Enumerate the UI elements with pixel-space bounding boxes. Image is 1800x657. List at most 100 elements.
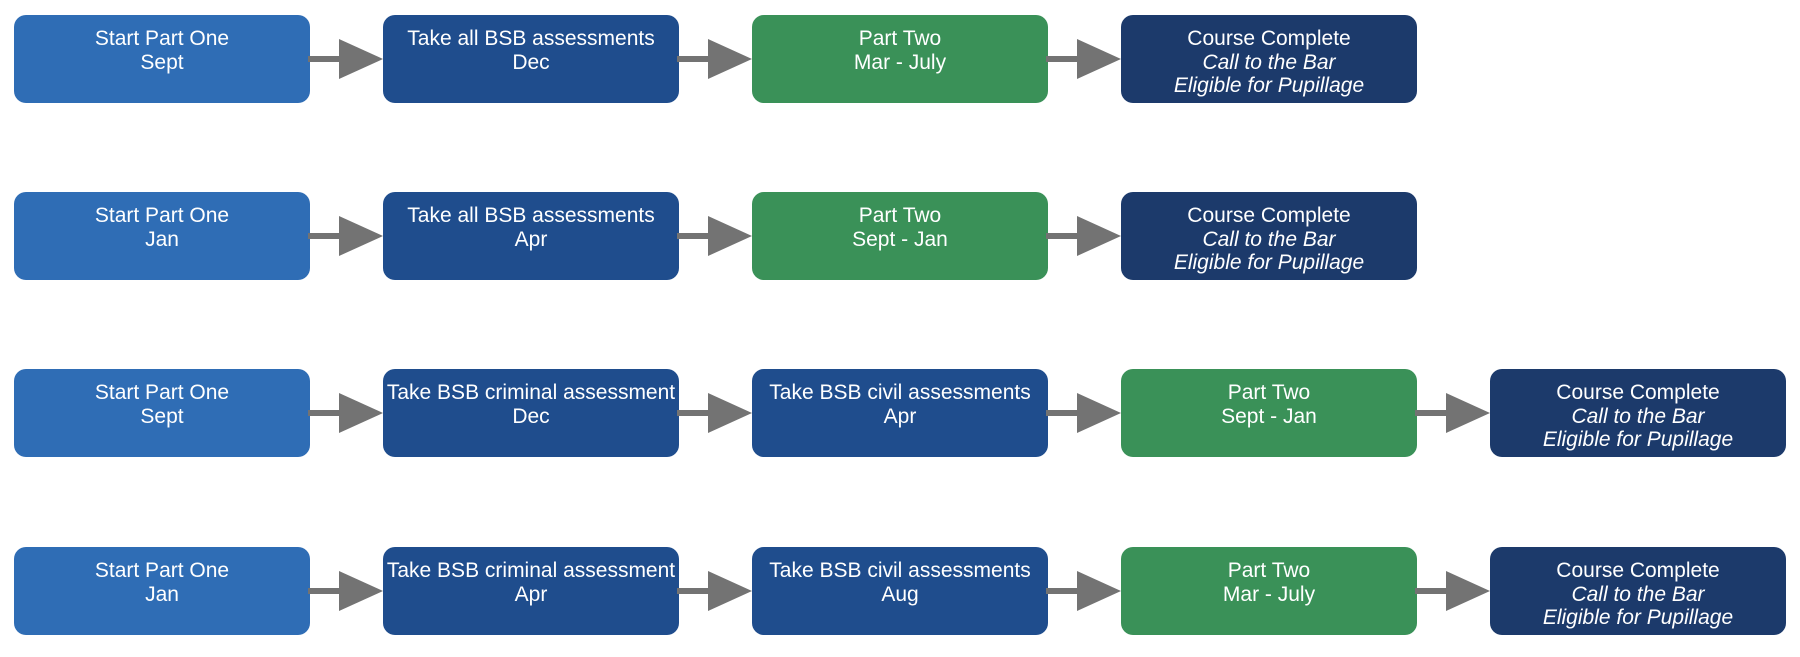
arrow-head	[708, 39, 752, 79]
arrow-right-icon	[1046, 571, 1121, 611]
arrow-shaft	[677, 56, 711, 62]
step-label: Start Part One	[94, 381, 230, 404]
arrow-shaft	[1046, 56, 1080, 62]
step-label: Take all BSB assessments	[407, 27, 655, 50]
step-label: Sept	[140, 404, 184, 428]
step-label: Call to the Bar	[1202, 227, 1336, 251]
step-label: Dec	[512, 404, 550, 428]
step-label: Mar - July	[1222, 582, 1316, 606]
step-label: Course Complete	[1187, 27, 1351, 50]
arrow-shaft	[1415, 588, 1449, 594]
step-label: Take BSB civil assessments	[769, 559, 1031, 582]
step-label: Eligible for Pupillage	[1542, 428, 1734, 451]
step-label: Part Two	[1227, 381, 1311, 404]
step-label: Jan	[145, 227, 179, 251]
step-label: Course Complete	[1187, 204, 1351, 227]
step-label: Part Two	[858, 27, 942, 50]
arrow-right-icon	[308, 39, 383, 79]
step-label: Eligible for Pupillage	[1542, 606, 1734, 629]
step-label: Call to the Bar	[1202, 50, 1336, 74]
step-label: Apr	[883, 404, 917, 428]
step-label: Take BSB civil assessments	[769, 381, 1031, 404]
step-label: Apr	[514, 227, 548, 251]
arrow-right-icon	[677, 216, 752, 256]
step-label: Take BSB criminal assessment	[386, 559, 676, 582]
arrow-head	[708, 393, 752, 433]
arrow-right-icon	[1046, 39, 1121, 79]
arrow-shaft	[677, 588, 711, 594]
arrow-shaft	[308, 56, 342, 62]
step-label: Sept - Jan	[1221, 404, 1317, 428]
arrow-shaft	[1046, 233, 1080, 239]
step-label: Part Two	[858, 204, 942, 227]
step-label: Dec	[512, 50, 550, 74]
arrow-head	[1077, 393, 1121, 433]
arrow-right-icon	[1046, 393, 1121, 433]
arrow-head	[339, 39, 383, 79]
arrow-right-icon	[1415, 571, 1490, 611]
arrow-head	[339, 571, 383, 611]
arrow-head	[708, 216, 752, 256]
step-label: Call to the Bar	[1571, 582, 1705, 606]
arrow-head	[1446, 571, 1490, 611]
arrow-shaft	[308, 410, 342, 416]
arrow-head	[1077, 39, 1121, 79]
arrow-head	[339, 216, 383, 256]
arrow-shaft	[1046, 588, 1080, 594]
step-label: Apr	[514, 582, 548, 606]
arrow-right-icon	[1415, 393, 1490, 433]
step-label: Course Complete	[1556, 381, 1720, 404]
step-label: Part Two	[1227, 559, 1311, 582]
arrow-shaft	[308, 233, 342, 239]
step-label: Jan	[145, 582, 179, 606]
arrow-shaft	[308, 588, 342, 594]
step-label: Eligible for Pupillage	[1173, 251, 1365, 274]
step-label: Start Part One	[94, 204, 230, 227]
arrow-right-icon	[677, 571, 752, 611]
arrow-right-icon	[308, 216, 383, 256]
arrow-shaft	[1415, 410, 1449, 416]
step-label: Eligible for Pupillage	[1173, 74, 1365, 97]
step-label: Start Part One	[94, 559, 230, 582]
arrow-right-icon	[308, 571, 383, 611]
arrow-right-icon	[1046, 216, 1121, 256]
step-label: Take BSB criminal assessment	[386, 381, 676, 404]
arrow-right-icon	[308, 393, 383, 433]
arrow-shaft	[677, 410, 711, 416]
step-label: Start Part One	[94, 27, 230, 50]
step-label: Course Complete	[1556, 559, 1720, 582]
arrow-head	[1446, 393, 1490, 433]
arrow-head	[1077, 216, 1121, 256]
step-label: Mar - July	[853, 50, 947, 74]
step-label: Sept - Jan	[852, 227, 948, 251]
arrow-right-icon	[677, 393, 752, 433]
step-label: Call to the Bar	[1571, 404, 1705, 428]
arrow-head	[1077, 571, 1121, 611]
step-label: Sept	[140, 50, 184, 74]
arrow-shaft	[677, 233, 711, 239]
arrow-head	[339, 393, 383, 433]
